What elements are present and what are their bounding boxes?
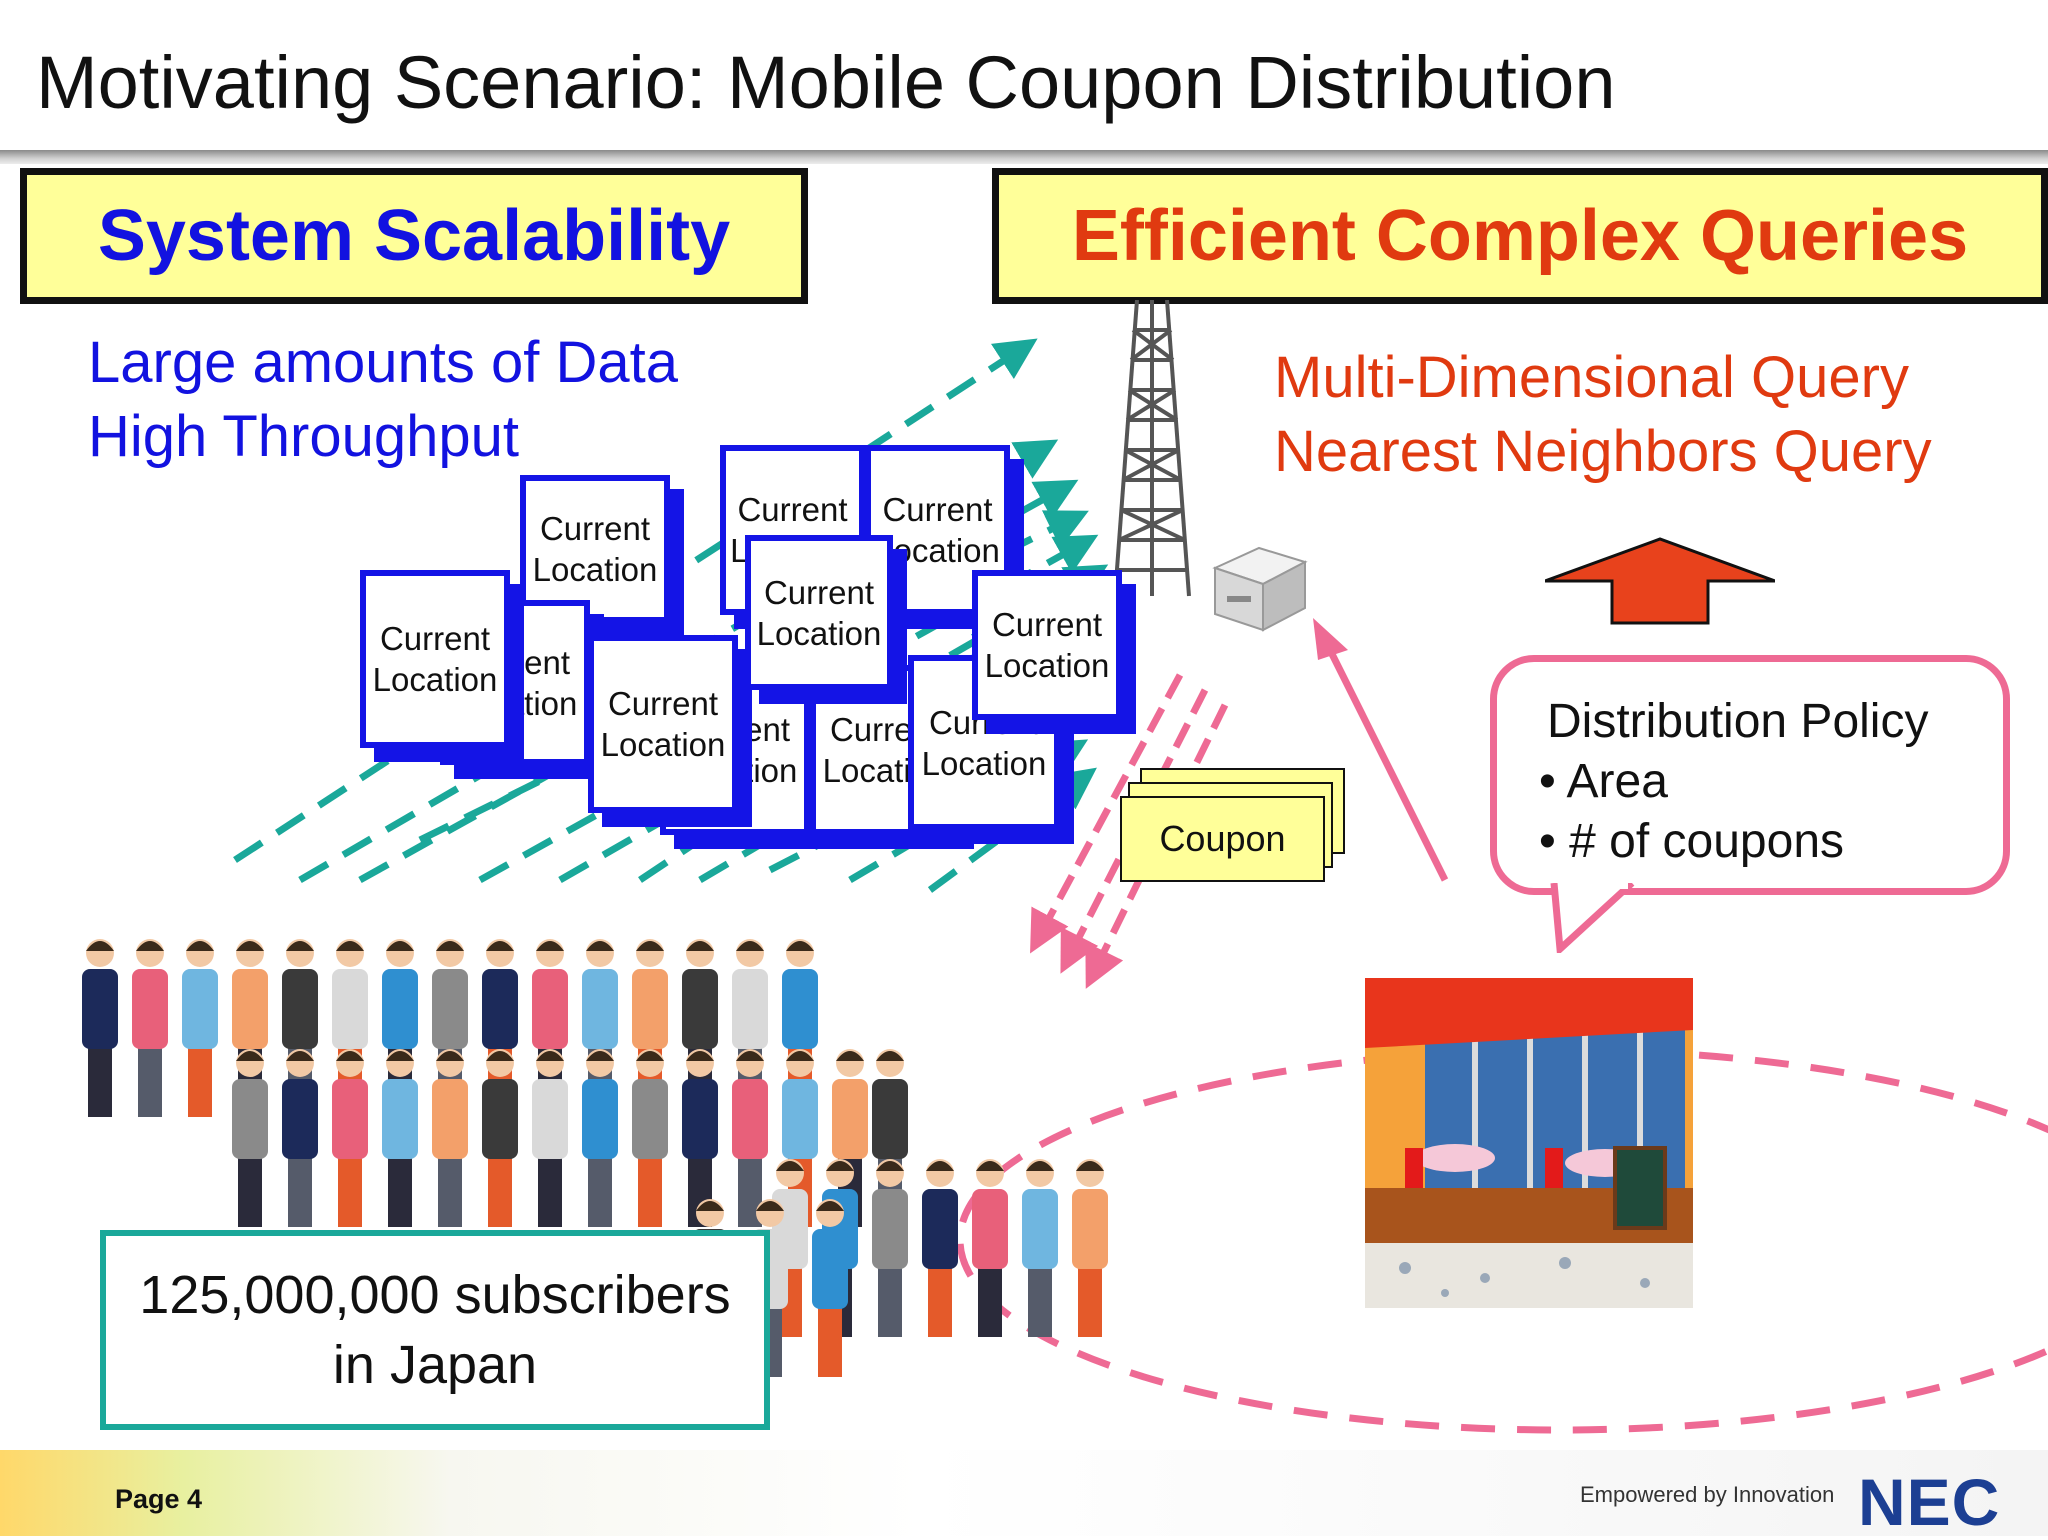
person-figure [232,1049,268,1227]
server-icon [1212,546,1308,632]
nec-logo: NEC [1858,1465,2001,1539]
page-number: Page 4 [115,1484,203,1514]
point-multi-dimensional: Multi-Dimensional Query [1274,345,1909,410]
up-arrow-icon [1545,537,1775,625]
person-figure [1022,1159,1058,1337]
person-figure [582,1049,618,1227]
tagline: Empowered by Innovation [1580,1482,1835,1507]
point-large-data: Large amounts of Data [88,330,679,395]
point-nearest-neighbors: Nearest Neighbors Query [1274,419,1932,484]
person-figure [922,1159,958,1337]
policy-item-coupons: • # of coupons [1539,815,1845,868]
subscribers-count: 125,000,000 subscribers [139,1265,731,1325]
crowd-illustration [82,939,1108,1377]
person-figure [182,939,218,1117]
person-figure [1072,1159,1108,1337]
callout-tail [1550,883,1635,953]
person-figure [482,1049,518,1227]
point-high-throughput: High Throughput [88,404,520,469]
person-figure [812,1199,848,1377]
subscribers-location: in Japan [332,1335,538,1395]
pink-arrow-head [1313,618,1348,660]
person-figure [632,1049,668,1227]
person-figure [872,1159,908,1337]
person-figure [132,939,168,1117]
system-scalability-box: System Scalability [20,168,808,304]
efficient-queries-label: Efficient Complex Queries [1071,196,1969,276]
person-figure [332,1049,368,1227]
person-figure [82,939,118,1117]
person-figure [282,1049,318,1227]
slide-title: Motivating Scenario: Mobile Coupon Distr… [36,41,1616,124]
footer-bar [0,1450,2048,1536]
subscribers-box: 125,000,000 subscribers in Japan [100,1230,770,1430]
person-figure [532,1049,568,1227]
title-rule [0,150,2048,164]
person-figure [732,1049,768,1227]
distribution-policy-callout: Distribution Policy • Area • # of coupon… [1490,655,2010,895]
policy-item-area: • Area [1539,755,1668,808]
coupon-card: Coupon [1120,796,1325,882]
scalability-points: Large amounts of Data High Throughput [88,326,678,474]
query-points: Multi-Dimensional Query Nearest Neighbor… [1274,341,1932,489]
person-figure [432,1049,468,1227]
efficient-queries-box: Efficient Complex Queries [992,168,2048,304]
person-figure [382,1049,418,1227]
person-figure [972,1159,1008,1337]
system-scalability-label: System Scalability [97,196,731,276]
policy-title: Distribution Policy [1547,695,1929,748]
tower-icon [1113,300,1191,597]
cafe-image [1365,978,1693,1308]
coupon-label: Coupon [1159,818,1286,859]
